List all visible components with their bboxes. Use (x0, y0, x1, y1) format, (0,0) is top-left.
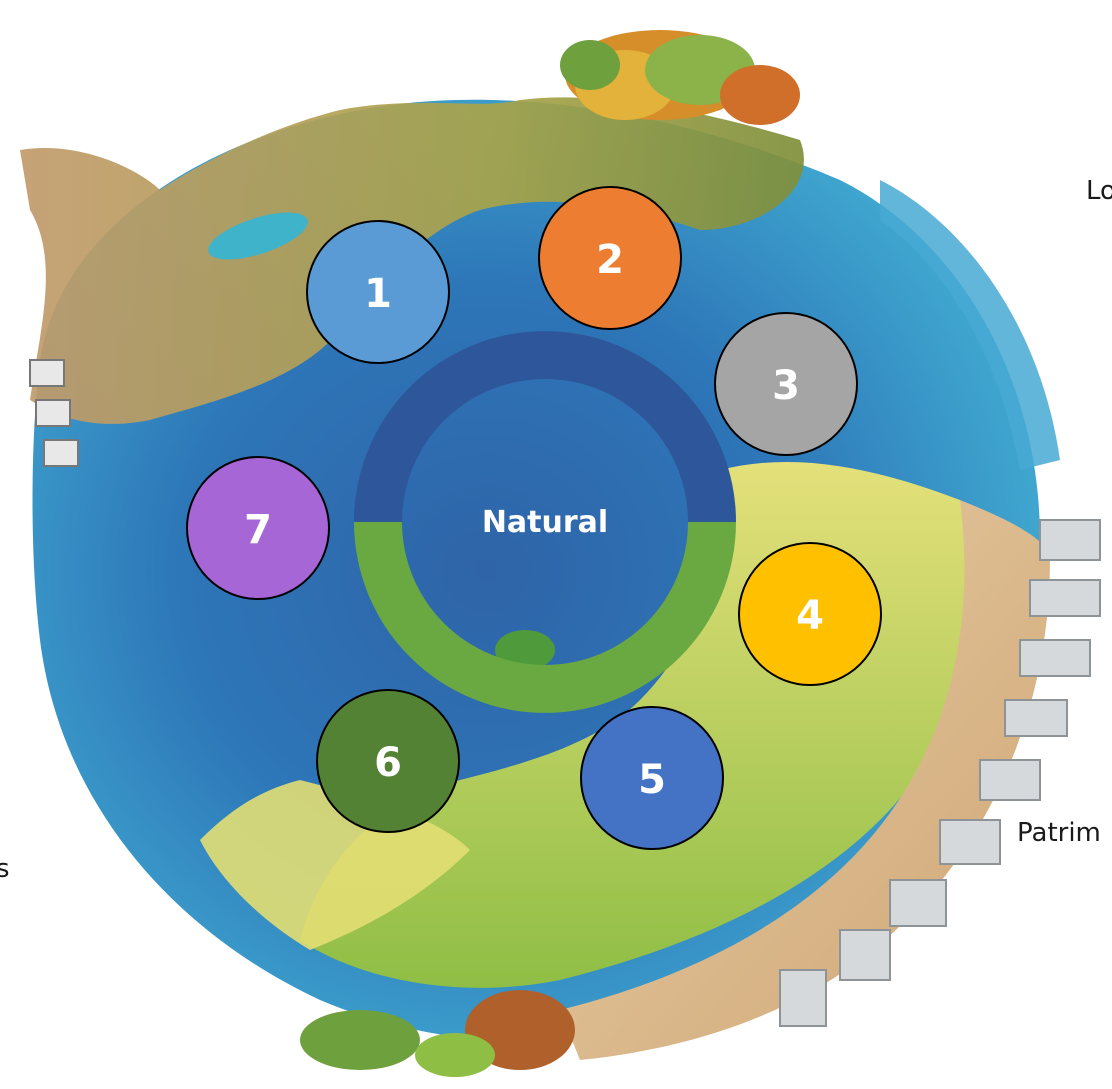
node-6: 6 (316, 689, 460, 833)
label-left: s (0, 854, 10, 884)
node-circle (714, 312, 858, 456)
natural-ring: Natural (354, 331, 736, 713)
node-circle (316, 689, 460, 833)
beach (560, 500, 1050, 1060)
node-number: 3 (772, 363, 800, 409)
node-circle (580, 706, 724, 850)
label-top-right: Lo (1086, 176, 1112, 206)
node-4: 4 (738, 542, 882, 686)
village-left (29, 359, 79, 467)
node-1: 1 (306, 220, 450, 364)
ring-top-half (354, 331, 736, 522)
island (495, 630, 555, 670)
node-number: 1 (364, 271, 392, 317)
ring-bottom-half (354, 522, 736, 713)
node-7: 7 (186, 456, 330, 600)
node-number: 6 (374, 740, 402, 786)
city-skyline (779, 519, 1101, 1027)
node-circle (186, 456, 330, 600)
land-northwest (20, 97, 804, 424)
forest-top (560, 30, 800, 125)
node-number: 5 (638, 757, 666, 803)
node-5: 5 (580, 706, 724, 850)
node-2: 2 (538, 186, 682, 330)
node-number: 2 (596, 237, 624, 283)
node-3: 3 (714, 312, 858, 456)
node-number: 7 (244, 507, 272, 553)
center-label: Natural (482, 505, 608, 540)
node-circle (538, 186, 682, 330)
lake (208, 212, 308, 260)
label-bottom-right: Patrim (1017, 818, 1101, 848)
forest-bottom (300, 990, 575, 1077)
planet-illustration (20, 30, 1101, 1077)
node-group: 1 2 3 4 5 6 7 (186, 186, 882, 850)
node-circle (738, 542, 882, 686)
node-circle (306, 220, 450, 364)
node-number: 4 (796, 593, 824, 639)
ocean-east (880, 180, 1060, 470)
